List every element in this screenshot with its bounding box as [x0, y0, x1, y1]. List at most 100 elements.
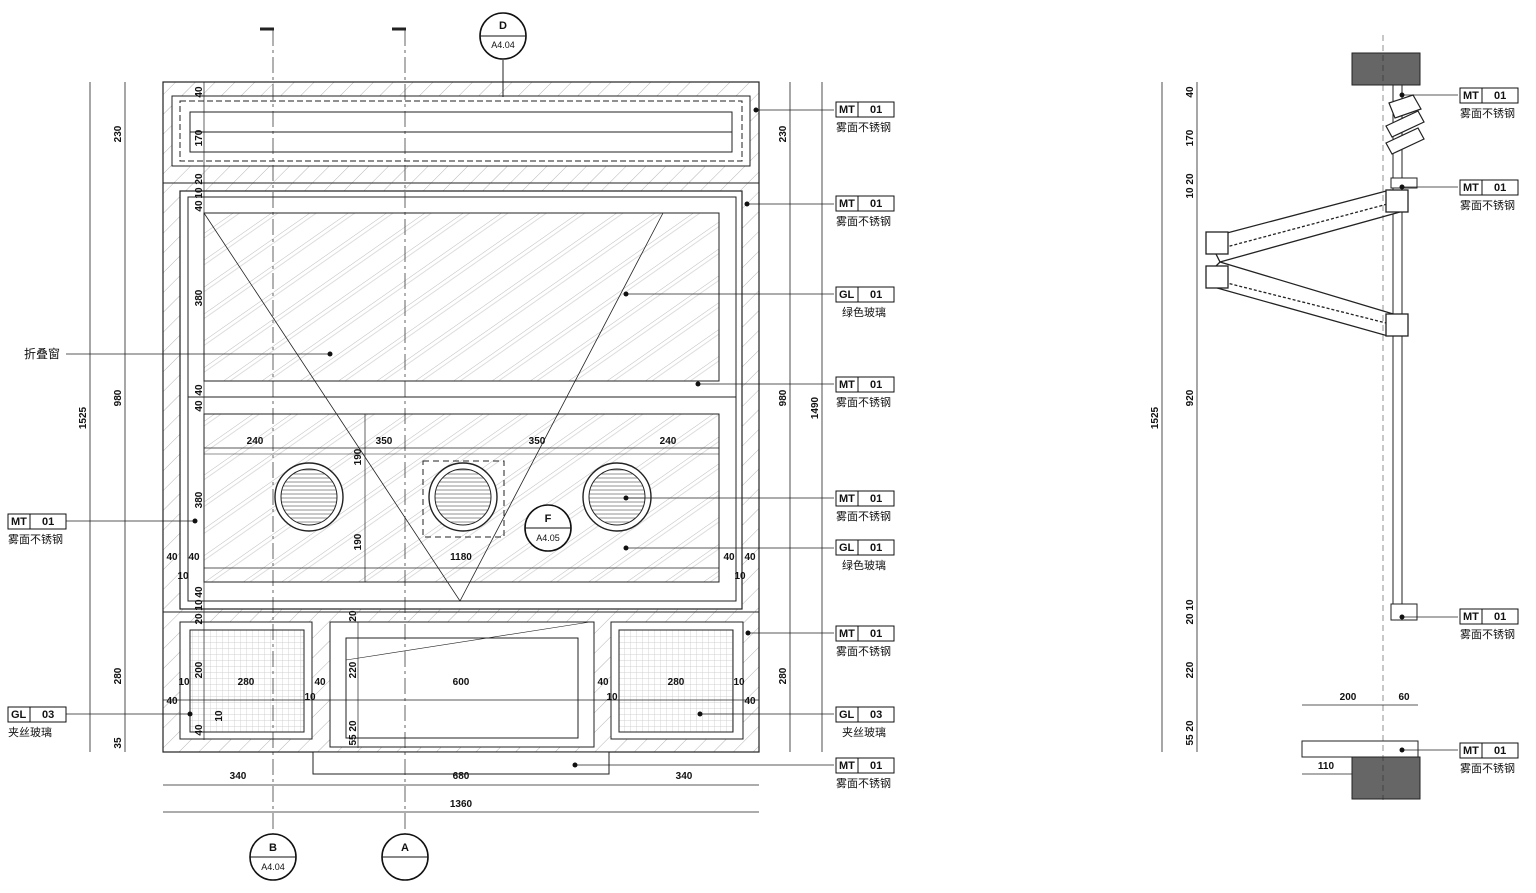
svg-text:1490: 1490: [810, 396, 821, 419]
svg-text:170: 170: [1185, 129, 1196, 146]
svg-text:340: 340: [230, 771, 247, 782]
wall-bottom: [1351, 756, 1421, 800]
svg-text:40: 40: [314, 677, 326, 688]
tag-number: 01: [1494, 745, 1506, 757]
callout-b[interactable]: B A4.04: [249, 833, 297, 881]
svg-text:10: 10: [178, 677, 190, 688]
callout-f-letter: F: [545, 513, 552, 525]
svg-text:1360: 1360: [450, 799, 473, 810]
tag-code: MT: [839, 104, 855, 116]
svg-text:230: 230: [778, 125, 789, 142]
svg-text:55 20: 55 20: [1185, 720, 1196, 745]
tag-material-name: 雾面不锈钢: [8, 533, 63, 546]
tag-code: GL: [839, 709, 855, 721]
svg-text:280: 280: [778, 667, 789, 684]
tag-code: MT: [1463, 182, 1479, 194]
tag-material-name: 雾面不锈钢: [1460, 107, 1515, 120]
svg-text:10: 10: [214, 710, 225, 722]
svg-text:40: 40: [744, 552, 756, 563]
material-tag-mt-01[interactable]: MT 01 雾面不锈钢: [835, 757, 895, 790]
svg-text:190: 190: [353, 533, 364, 550]
tag-number: 03: [42, 709, 54, 721]
tag-material-name: 雾面不锈钢: [836, 215, 891, 228]
svg-text:40: 40: [194, 86, 205, 98]
callout-d-sheet: A4.04: [491, 40, 515, 50]
svg-text:200: 200: [194, 661, 205, 678]
tag-code: GL: [839, 289, 855, 301]
svg-text:40: 40: [194, 200, 205, 212]
svg-text:380: 380: [194, 289, 205, 306]
tag-code: MT: [839, 760, 855, 772]
porthole-middle: [422, 460, 505, 538]
svg-text:350: 350: [376, 436, 393, 447]
tag-material-name: 雾面不锈钢: [836, 777, 891, 790]
svg-text:280: 280: [113, 667, 124, 684]
tag-number: 01: [870, 760, 882, 772]
svg-text:240: 240: [660, 436, 677, 447]
svg-text:40: 40: [194, 384, 205, 396]
tag-number: 01: [870, 542, 882, 554]
section-view: [1161, 35, 1458, 800]
tag-material-name: 雾面不锈钢: [1460, 199, 1515, 212]
callout-a[interactable]: A: [381, 833, 429, 881]
top-louver-frame: [171, 95, 751, 167]
callout-d-letter: D: [499, 20, 507, 32]
svg-text:40: 40: [744, 696, 756, 707]
tag-material-name: 雾面不锈钢: [836, 510, 891, 523]
section-dimension-labels: 1525 40 170 10 20 920 20 10 220 55 20 20…: [1150, 86, 1410, 772]
svg-text:240: 240: [247, 436, 264, 447]
tag-number: 01: [1494, 611, 1506, 623]
section-leader-dots: [1399, 92, 1405, 753]
folding-window-note: 折叠窗: [24, 346, 60, 361]
svg-text:40: 40: [597, 677, 609, 688]
svg-text:200: 200: [1340, 692, 1357, 703]
tag-code: MT: [1463, 745, 1479, 757]
svg-text:10 20: 10 20: [194, 173, 205, 198]
tag-code: MT: [839, 379, 855, 391]
svg-text:40: 40: [166, 552, 178, 563]
upper-green-glass: [203, 212, 720, 382]
tag-number: 01: [1494, 182, 1506, 194]
svg-text:170: 170: [194, 129, 205, 146]
tag-material-name: 夹丝玻璃: [8, 725, 52, 739]
material-tag-mt-01[interactable]: MT 01 雾面不锈钢: [1459, 179, 1519, 212]
tag-number: 03: [870, 709, 882, 721]
svg-text:220: 220: [348, 661, 359, 678]
svg-text:40: 40: [194, 400, 205, 412]
svg-text:40: 40: [194, 586, 205, 598]
svg-text:280: 280: [238, 677, 255, 688]
svg-text:350: 350: [529, 436, 546, 447]
callout-f[interactable]: F A4.05: [524, 504, 572, 552]
svg-text:110: 110: [1318, 761, 1335, 772]
tag-number: 01: [870, 198, 882, 210]
svg-text:35: 35: [113, 737, 124, 749]
leader-dots: [187, 107, 759, 768]
tag-number: 01: [870, 628, 882, 640]
svg-text:980: 980: [113, 389, 124, 406]
svg-text:10: 10: [304, 692, 316, 703]
callout-d[interactable]: D A4.04: [479, 12, 527, 60]
tag-number: 01: [870, 493, 882, 505]
tag-number: 01: [870, 104, 882, 116]
svg-text:20 10: 20 10: [1185, 599, 1196, 624]
svg-text:190: 190: [353, 448, 364, 465]
svg-text:1525: 1525: [78, 406, 89, 429]
louver-slats: [1385, 94, 1425, 155]
svg-text:10: 10: [606, 692, 618, 703]
tag-material-name: 雾面不锈钢: [836, 645, 891, 658]
svg-text:10: 10: [177, 571, 189, 582]
